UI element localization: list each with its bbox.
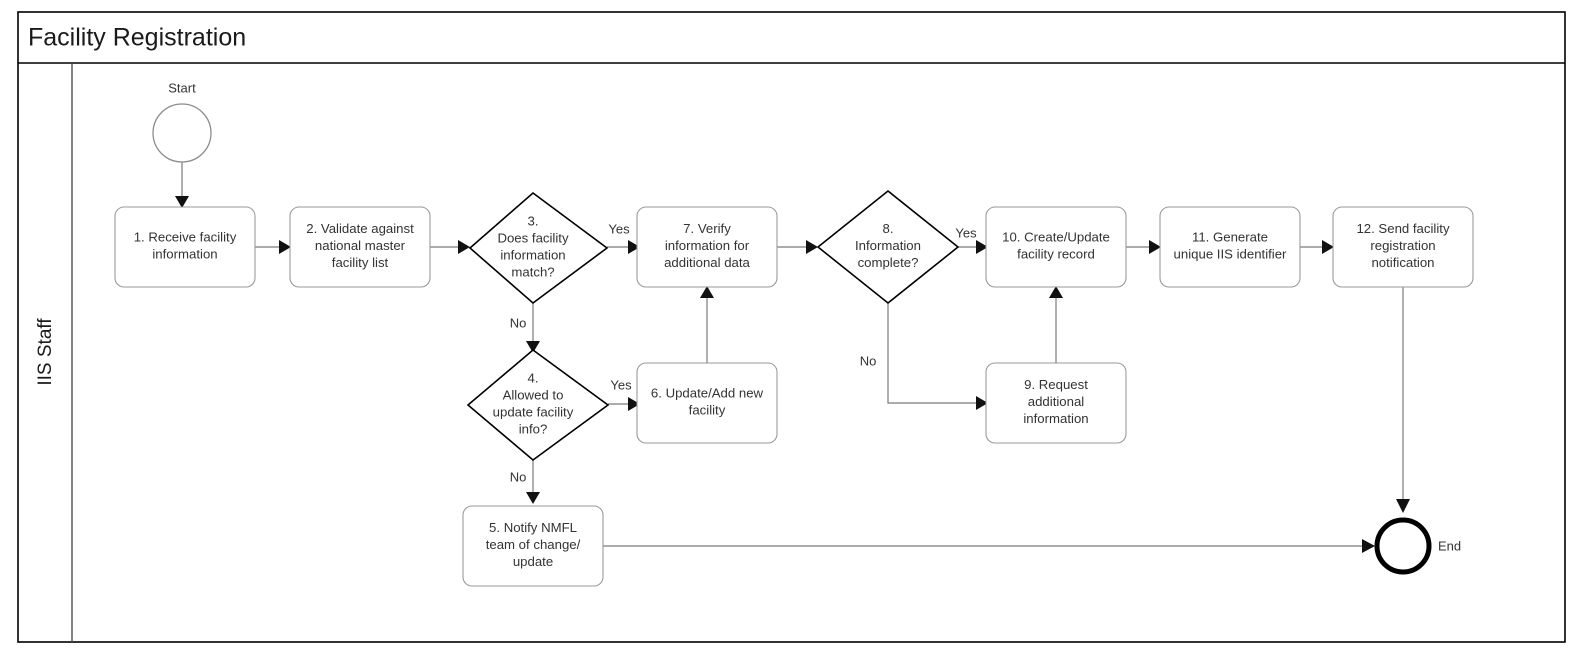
- node-7-shape[interactable]: [636, 206, 778, 288]
- start-label: Start: [168, 80, 196, 95]
- edge-start-to-1: [175, 162, 189, 208]
- edge-label-8-yes: Yes: [955, 225, 977, 240]
- end-circle[interactable]: [1374, 517, 1432, 575]
- edge-9-to-10: [1049, 286, 1063, 363]
- edge-8-yes-to-10: [958, 240, 988, 254]
- node-10-shape[interactable]: [985, 206, 1127, 288]
- edge-label-3-yes: Yes: [608, 221, 630, 236]
- end-label: End: [1438, 538, 1461, 553]
- edge-6-to-7: [700, 286, 714, 363]
- node-2-shape[interactable]: [289, 206, 431, 288]
- start-event[interactable]: Start: [152, 80, 212, 163]
- lane-label-group: IIS Staff: [35, 318, 56, 386]
- node-8-shape[interactable]: [816, 189, 960, 305]
- node-6-shape[interactable]: [636, 362, 778, 444]
- edge-label-4-yes: Yes: [610, 377, 632, 392]
- edge-3-no-to-4: [526, 303, 540, 353]
- edge-2-to-3: [430, 240, 470, 254]
- connectors: [175, 162, 1410, 553]
- edge-11-to-12: [1300, 240, 1334, 254]
- pool-frame: [17, 11, 1566, 643]
- edge-4-no-to-5: [526, 460, 540, 504]
- end-event[interactable]: End: [1374, 517, 1461, 575]
- node-5-shape[interactable]: [462, 505, 604, 587]
- edge-label-3-no: No: [510, 315, 527, 330]
- node-1-shape[interactable]: [114, 206, 256, 288]
- start-circle[interactable]: [152, 103, 212, 163]
- node-9-shape[interactable]: [985, 362, 1127, 444]
- edge-5-to-end: [603, 539, 1375, 553]
- edge-7-to-8: [777, 240, 818, 254]
- edge-4-yes-to-6: [608, 397, 640, 411]
- edge-8-no-to-9: [887, 303, 988, 410]
- node-3-shape[interactable]: [468, 191, 609, 305]
- edge-label-8-no: No: [860, 353, 877, 368]
- pool-title: Facility Registration: [28, 24, 246, 52]
- node-4-shape[interactable]: [466, 348, 610, 462]
- pool-outline: [17, 11, 1566, 643]
- lane-label: IIS Staff: [35, 318, 56, 386]
- edge-10-to-11: [1126, 240, 1161, 254]
- edge-3-yes-to-7: [607, 240, 640, 254]
- edge-1-to-2: [255, 240, 291, 254]
- edge-label-4-no: No: [510, 469, 527, 484]
- edge-12-to-end: [1396, 287, 1410, 513]
- node-11-shape[interactable]: [1159, 206, 1301, 288]
- node-12-shape[interactable]: [1332, 206, 1474, 288]
